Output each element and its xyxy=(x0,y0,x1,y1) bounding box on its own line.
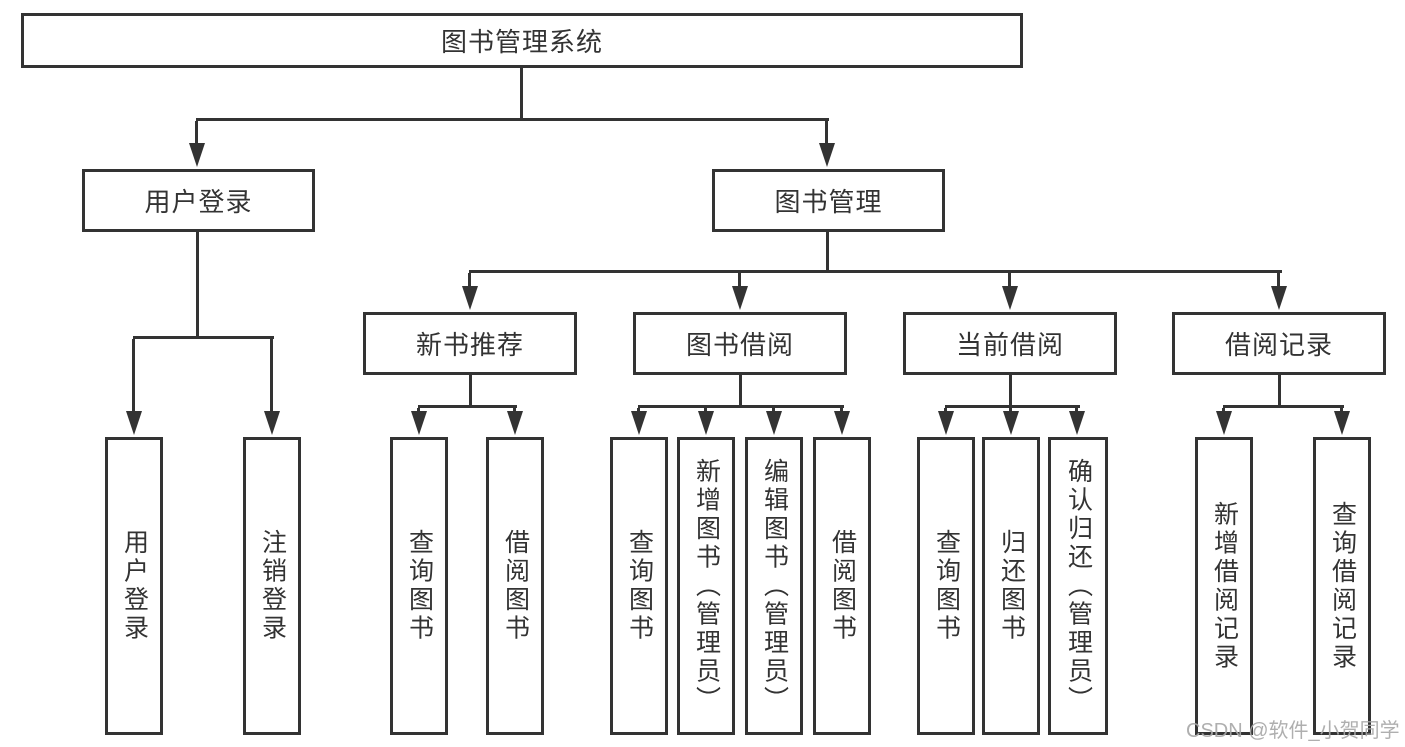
leaf-query-borrow-record-label: 查询借阅记录 xyxy=(1328,500,1357,672)
leaf-logout-label: 注销登录 xyxy=(258,529,287,643)
connector-arrow-add-record xyxy=(1216,408,1232,435)
leaf-borrow-books-2: 借阅图书 xyxy=(813,437,871,735)
leaf-borrow-books-1: 借阅图书 xyxy=(486,437,544,735)
node-book-borrow-label: 图书借阅 xyxy=(685,330,794,360)
connector-book-borrow-stem xyxy=(739,375,742,408)
leaf-query-books-1-label: 查询图书 xyxy=(405,529,434,643)
connector-arrow-return-book xyxy=(1003,408,1019,435)
leaf-borrow-books-1-label: 借阅图书 xyxy=(501,529,530,643)
connector-borrow-records-hline xyxy=(1223,405,1344,408)
connector-arrow-book-borrow xyxy=(732,273,748,310)
leaf-user-login-label: 用户登录 xyxy=(120,529,149,643)
connector-arrow-query-books-1 xyxy=(411,408,427,435)
connector-root-stem xyxy=(520,68,523,121)
connector-arrow-borrow-books-1 xyxy=(507,408,523,435)
leaf-borrow-books-2-label: 借阅图书 xyxy=(828,529,857,643)
connector-arrow-query-books-3 xyxy=(938,408,954,435)
connector-arrow-borrow-records xyxy=(1271,273,1287,310)
csdn-watermark: CSDN @软件_小贺同学 xyxy=(1186,720,1400,742)
leaf-query-books-2-label: 查询图书 xyxy=(625,529,654,643)
leaf-add-borrow-record: 新增借阅记录 xyxy=(1195,437,1253,735)
connector-arrow-borrow-books-2 xyxy=(834,408,850,435)
connector-borrow-records-stem xyxy=(1278,375,1281,408)
connector-arrow-new-book xyxy=(462,273,478,310)
node-borrow-records-label: 借阅记录 xyxy=(1224,330,1333,360)
leaf-confirm-return-admin: 确认归还（管理员） xyxy=(1048,437,1108,735)
node-root: 图书管理系统 xyxy=(21,13,1023,68)
leaf-edit-book-admin-label: 编辑图书（管理员） xyxy=(760,457,789,715)
connector-book-management-hline xyxy=(469,270,1282,273)
connector-new-book-hline xyxy=(418,405,517,408)
leaf-confirm-return-admin-label: 确认归还（管理员） xyxy=(1064,457,1093,715)
node-book-management: 图书管理 xyxy=(712,169,945,232)
connector-arrow-query-record xyxy=(1334,408,1350,435)
node-user-login-label: 用户登录 xyxy=(144,187,253,217)
leaf-add-borrow-record-label: 新增借阅记录 xyxy=(1210,500,1239,672)
connector-book-management-stem xyxy=(826,232,829,273)
connector-arrow-book-management xyxy=(819,121,835,167)
connector-arrow-query-books-2 xyxy=(631,408,647,435)
node-book-borrow: 图书借阅 xyxy=(633,312,847,375)
connector-arrow-leaf-logout xyxy=(264,339,280,435)
node-new-book-recommend-label: 新书推荐 xyxy=(415,330,524,360)
connector-arrow-leaf-user-login xyxy=(126,339,142,435)
connector-arrow-current-borrow xyxy=(1002,273,1018,310)
connector-user-login-hline xyxy=(133,336,274,339)
leaf-logout: 注销登录 xyxy=(243,437,301,735)
leaf-add-book-admin: 新增图书（管理员） xyxy=(677,437,735,735)
connector-new-book-stem xyxy=(469,375,472,408)
connector-arrow-add-book xyxy=(698,408,714,435)
connector-current-borrow-stem xyxy=(1009,375,1012,408)
connector-root-hline xyxy=(196,118,829,121)
leaf-return-book-label: 归还图书 xyxy=(997,529,1026,643)
leaf-query-borrow-record: 查询借阅记录 xyxy=(1313,437,1371,735)
connector-current-borrow-hline xyxy=(945,405,1080,408)
node-current-borrow: 当前借阅 xyxy=(903,312,1117,375)
leaf-edit-book-admin: 编辑图书（管理员） xyxy=(745,437,803,735)
node-root-label: 图书管理系统 xyxy=(440,27,603,57)
node-user-login: 用户登录 xyxy=(82,169,315,232)
connector-user-login-stem xyxy=(196,232,199,339)
leaf-query-books-3: 查询图书 xyxy=(917,437,975,735)
node-current-borrow-label: 当前借阅 xyxy=(955,330,1064,360)
leaf-add-book-admin-label: 新增图书（管理员） xyxy=(692,457,721,715)
leaf-query-books-3-label: 查询图书 xyxy=(932,529,961,643)
leaf-user-login: 用户登录 xyxy=(105,437,163,735)
leaf-query-books-2: 查询图书 xyxy=(610,437,668,735)
connector-arrow-edit-book xyxy=(766,408,782,435)
connector-arrow-confirm-return xyxy=(1069,408,1085,435)
node-new-book-recommend: 新书推荐 xyxy=(363,312,577,375)
leaf-query-books-1: 查询图书 xyxy=(390,437,448,735)
connector-book-borrow-hline xyxy=(638,405,844,408)
node-borrow-records: 借阅记录 xyxy=(1172,312,1386,375)
leaf-return-book: 归还图书 xyxy=(982,437,1040,735)
connector-arrow-user-login xyxy=(189,121,205,167)
node-book-management-label: 图书管理 xyxy=(774,187,883,217)
